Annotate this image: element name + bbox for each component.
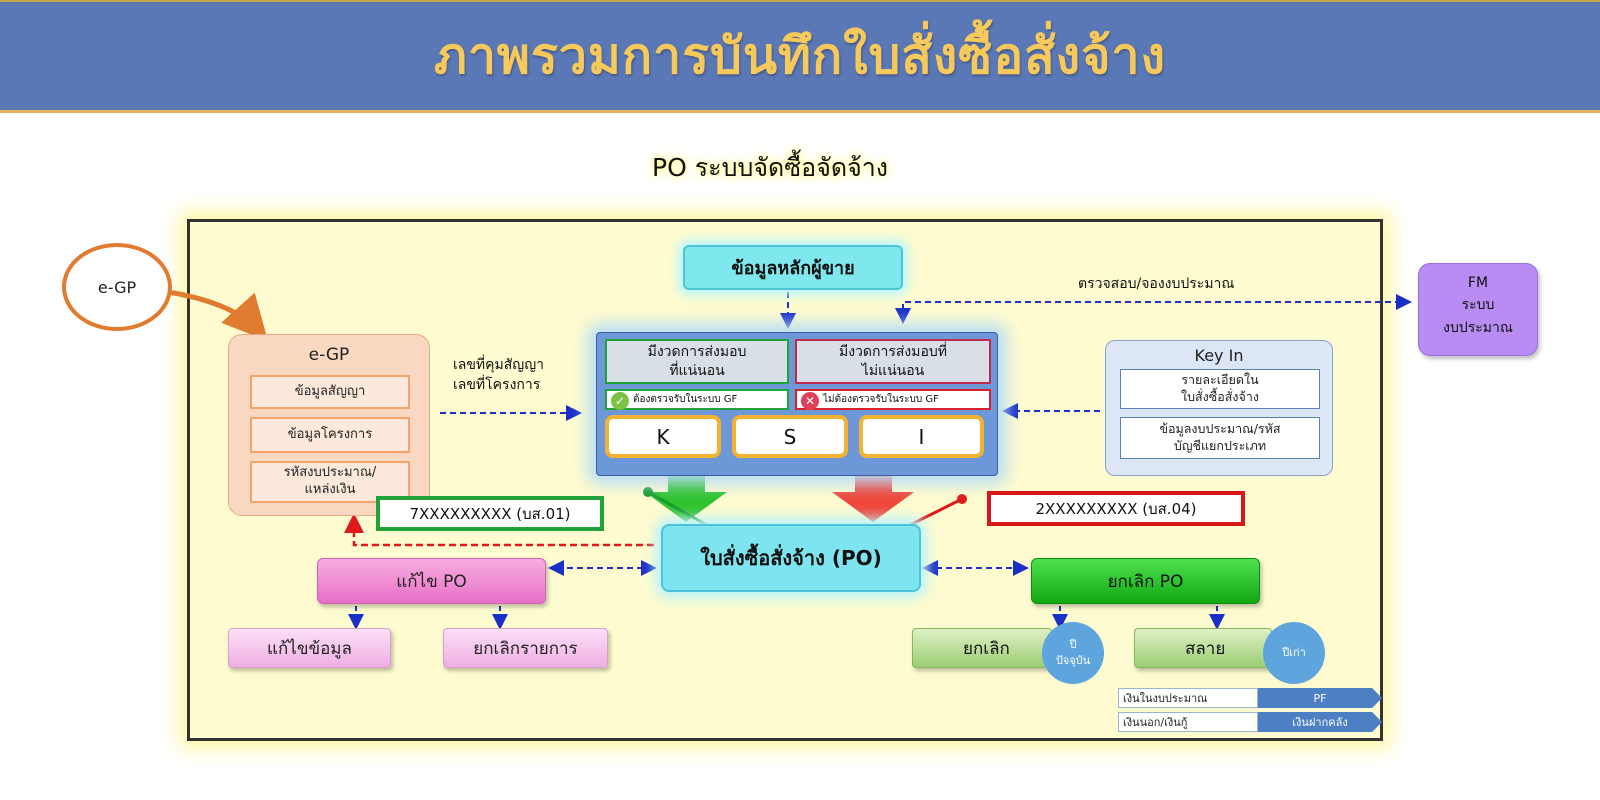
fm-system-label: ระบบ — [1461, 297, 1495, 314]
legend-pf-tag: PF — [1258, 688, 1382, 708]
keyin-panel: Key In รายละเอียดใน ใบสั่งซื้อสั่งจ้าง ข… — [1105, 340, 1333, 476]
red-flow-arrow — [832, 468, 914, 522]
project-label-line: เลขที่โครงการ — [453, 377, 541, 394]
keyin-item-po-detail: รายละเอียดใน ใบสั่งซื้อสั่งจ้าง — [1120, 369, 1320, 409]
egp-panel-title: e-GP — [308, 345, 350, 365]
egp-flow-arrow — [167, 289, 269, 342]
dissolve-node: สลาย — [1134, 628, 1272, 668]
page-title: ภาพรวมการบันทึกใบสั่งซื้อสั่งจ้าง — [433, 26, 1166, 85]
legend-treasury-tag: เงินฝากคลัง — [1258, 712, 1382, 732]
diagram-subtitle: PO ระบบจัดซื้อจัดจ้าง — [652, 153, 888, 182]
seller-master-node: ข้อมูลหลักผู้ขาย — [683, 245, 903, 290]
po-code-red: 2XXXXXXXXX (บส.04) — [987, 491, 1245, 526]
legend-row-budget: เงินในงบประมาณ PF — [1118, 688, 1382, 708]
check-not-required-text: ไม่ต้องตรวจรับในระบบ GF — [823, 394, 939, 405]
legend-budget-label: เงินในงบประมาณ — [1118, 688, 1258, 708]
cancel-item-node: ยกเลิกรายการ — [443, 628, 608, 668]
egp-item-contract: ข้อมูลสัญญา — [250, 375, 410, 409]
check-required-badge: ✓ ต้องตรวจรับในระบบ GF — [605, 389, 789, 410]
egp-item-project: ข้อมูลโครงการ — [250, 417, 410, 453]
fm-label: FM — [1467, 275, 1489, 291]
dissolve-label: สลาย — [1185, 638, 1226, 659]
po-to-egp-arrow — [344, 513, 654, 547]
legend-external-label: เงินนอก/เงินกู้ — [1118, 712, 1258, 732]
checkmark-icon: ✓ — [611, 392, 629, 410]
red-connector-dot — [957, 494, 967, 504]
purchase-order-node: ใบสั่งซื้อสั่งจ้าง (PO) — [661, 524, 921, 592]
cancel-node: ยกเลิก — [912, 628, 1052, 668]
legend-row-external: เงินนอก/เงินกู้ เงินฝากคลัง — [1118, 712, 1382, 732]
keyin-title: Key In — [1194, 346, 1244, 365]
schedule-certain: มีงวดการส่งมอบ ที่แน่นอน — [605, 339, 789, 384]
cross-icon: ✕ — [801, 392, 819, 410]
ksi-box-i: I — [859, 415, 984, 458]
schedule-uncertain: มีงวดการส่งมอบที่ ไม่แน่นอน — [795, 339, 991, 384]
edit-po-node: แก้ไข PO — [317, 558, 546, 604]
delivery-schedule-panel: มีงวดการส่งมอบ ที่แน่นอน มีงวดการส่งมอบท… — [596, 332, 998, 476]
ksi-box-s: S — [732, 415, 848, 458]
egp-source-node: e-GP — [62, 243, 172, 331]
fm-budget-system-node: FM ระบบ งบประมาณ — [1418, 263, 1538, 356]
contract-number-label: เลขที่คุมสัญญา เลขที่โครงการ — [453, 355, 544, 396]
current-year-badge: ปี ปัจจุบัน — [1042, 622, 1104, 684]
egp-panel: e-GP ข้อมูลสัญญา ข้อมูลโครงการ รหัสงบประ… — [228, 334, 430, 516]
header-bar: ภาพรวมการบันทึกใบสั่งซื้อสั่งจ้าง — [0, 0, 1600, 113]
cancel-po-node: ยกเลิก PO — [1031, 558, 1260, 604]
check-required-text: ต้องตรวจรับในระบบ GF — [633, 394, 738, 405]
old-year-badge: ปีเก่า — [1263, 622, 1325, 684]
keyin-item-budget-account: ข้อมูลงบประมาณ/รหัส บัญชีแยกประเภท — [1120, 417, 1320, 459]
check-not-required-badge: ✕ ไม่ต้องตรวจรับในระบบ GF — [795, 389, 991, 410]
green-flow-arrow — [645, 468, 727, 522]
ksi-box-k: K — [605, 415, 721, 458]
budget-check-arrow — [895, 294, 1412, 324]
fm-budget-label: งบประมาณ — [1443, 319, 1513, 336]
edit-data-node: แก้ไขข้อมูล — [228, 628, 391, 668]
cancel-label: ยกเลิก — [963, 638, 1010, 659]
contract-label-line: เลขที่คุมสัญญา — [453, 357, 545, 373]
budget-check-label: ตรวจสอบ/จองงบประมาณ — [1078, 276, 1235, 292]
green-connector-dot — [643, 487, 653, 497]
po-code-green: 7XXXXXXXXX (บส.01) — [376, 496, 604, 531]
fund-legend: เงินในงบประมาณ PF เงินนอก/เงินกู้ เงินฝา… — [1118, 688, 1382, 732]
